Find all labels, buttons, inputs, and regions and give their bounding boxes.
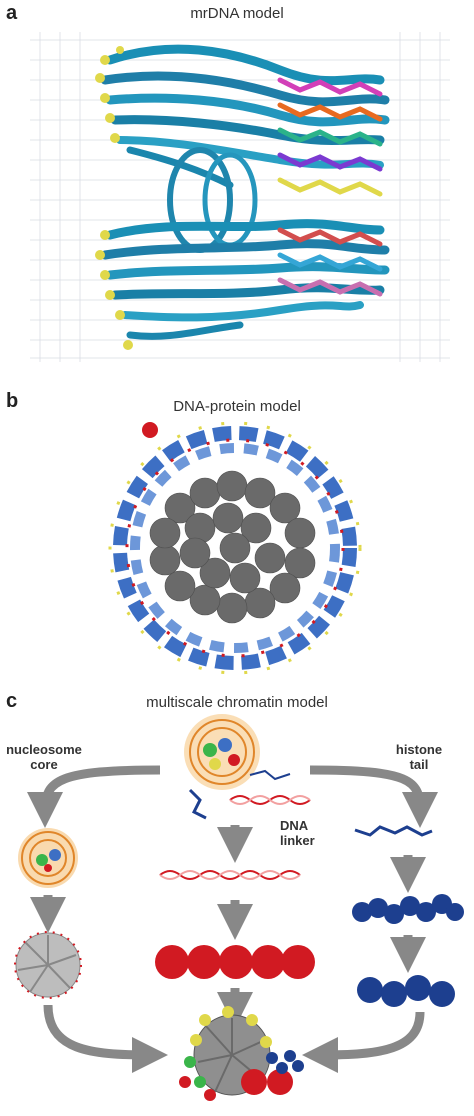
histone-tail-atomistic [354, 825, 433, 837]
arrow-to-nucleosome-core [27, 765, 161, 828]
linker-helix-mid-strand2 [159, 870, 301, 880]
red-strand-end [142, 422, 158, 438]
histone-tail-label-line2: tail [409, 757, 429, 772]
mrdna-structure-illustration [30, 32, 450, 362]
panel-c-title: multiscale chromatin model [146, 694, 328, 711]
histone-tail-label: histone tail [384, 742, 454, 772]
nucleosome-core-label-line1: nucleosome [6, 742, 82, 757]
panel-a: a mrDNA model [0, 0, 474, 375]
final-chromatin-model [179, 1006, 304, 1101]
coarse-nucleosome-left [14, 931, 82, 999]
panel-b-title: DNA-protein model [173, 398, 301, 415]
dna-linker-label-line1: DNA [280, 818, 309, 833]
nucleosome-core-label-line2: core [30, 757, 58, 772]
linker-helix-mid [159, 870, 301, 880]
multiscale-diagram [14, 714, 464, 1101]
dna-linker-label: DNA linker [280, 818, 330, 848]
arrow-left-converge [43, 1004, 168, 1073]
yellow-strand-ends [95, 46, 133, 350]
colored-helix-region [277, 77, 383, 297]
arrow-to-histone-tail [309, 765, 438, 828]
panel-b: b DNA-protein model [0, 388, 474, 680]
histone-tail-beads-coarse [357, 975, 455, 1007]
dna-wrap [108, 421, 362, 675]
histone-tail-label-line1: histone [395, 742, 443, 757]
atomistic-nucleosome-top [184, 714, 291, 820]
nucleosome-core-label: nucleosome core [4, 742, 84, 772]
nucleosome-core-mid [18, 828, 78, 888]
panel-a-letter: a [6, 2, 18, 24]
linker-helix-top-strand2 [229, 795, 311, 805]
dna-linker-label-line2: linker [280, 833, 315, 848]
panel-c: c multiscale chromatin model nucleosome … [0, 690, 474, 1116]
panel-b-letter: b [6, 390, 19, 412]
panel-c-letter: c [6, 690, 18, 712]
panel-a-title: mrDNA model [190, 5, 284, 22]
dna-protein-illustration [108, 421, 362, 675]
histone-tail-beads-fine [352, 894, 464, 924]
linker-beads [155, 945, 315, 979]
arrow-right-converge [302, 1011, 425, 1073]
histone-core [149, 470, 316, 624]
